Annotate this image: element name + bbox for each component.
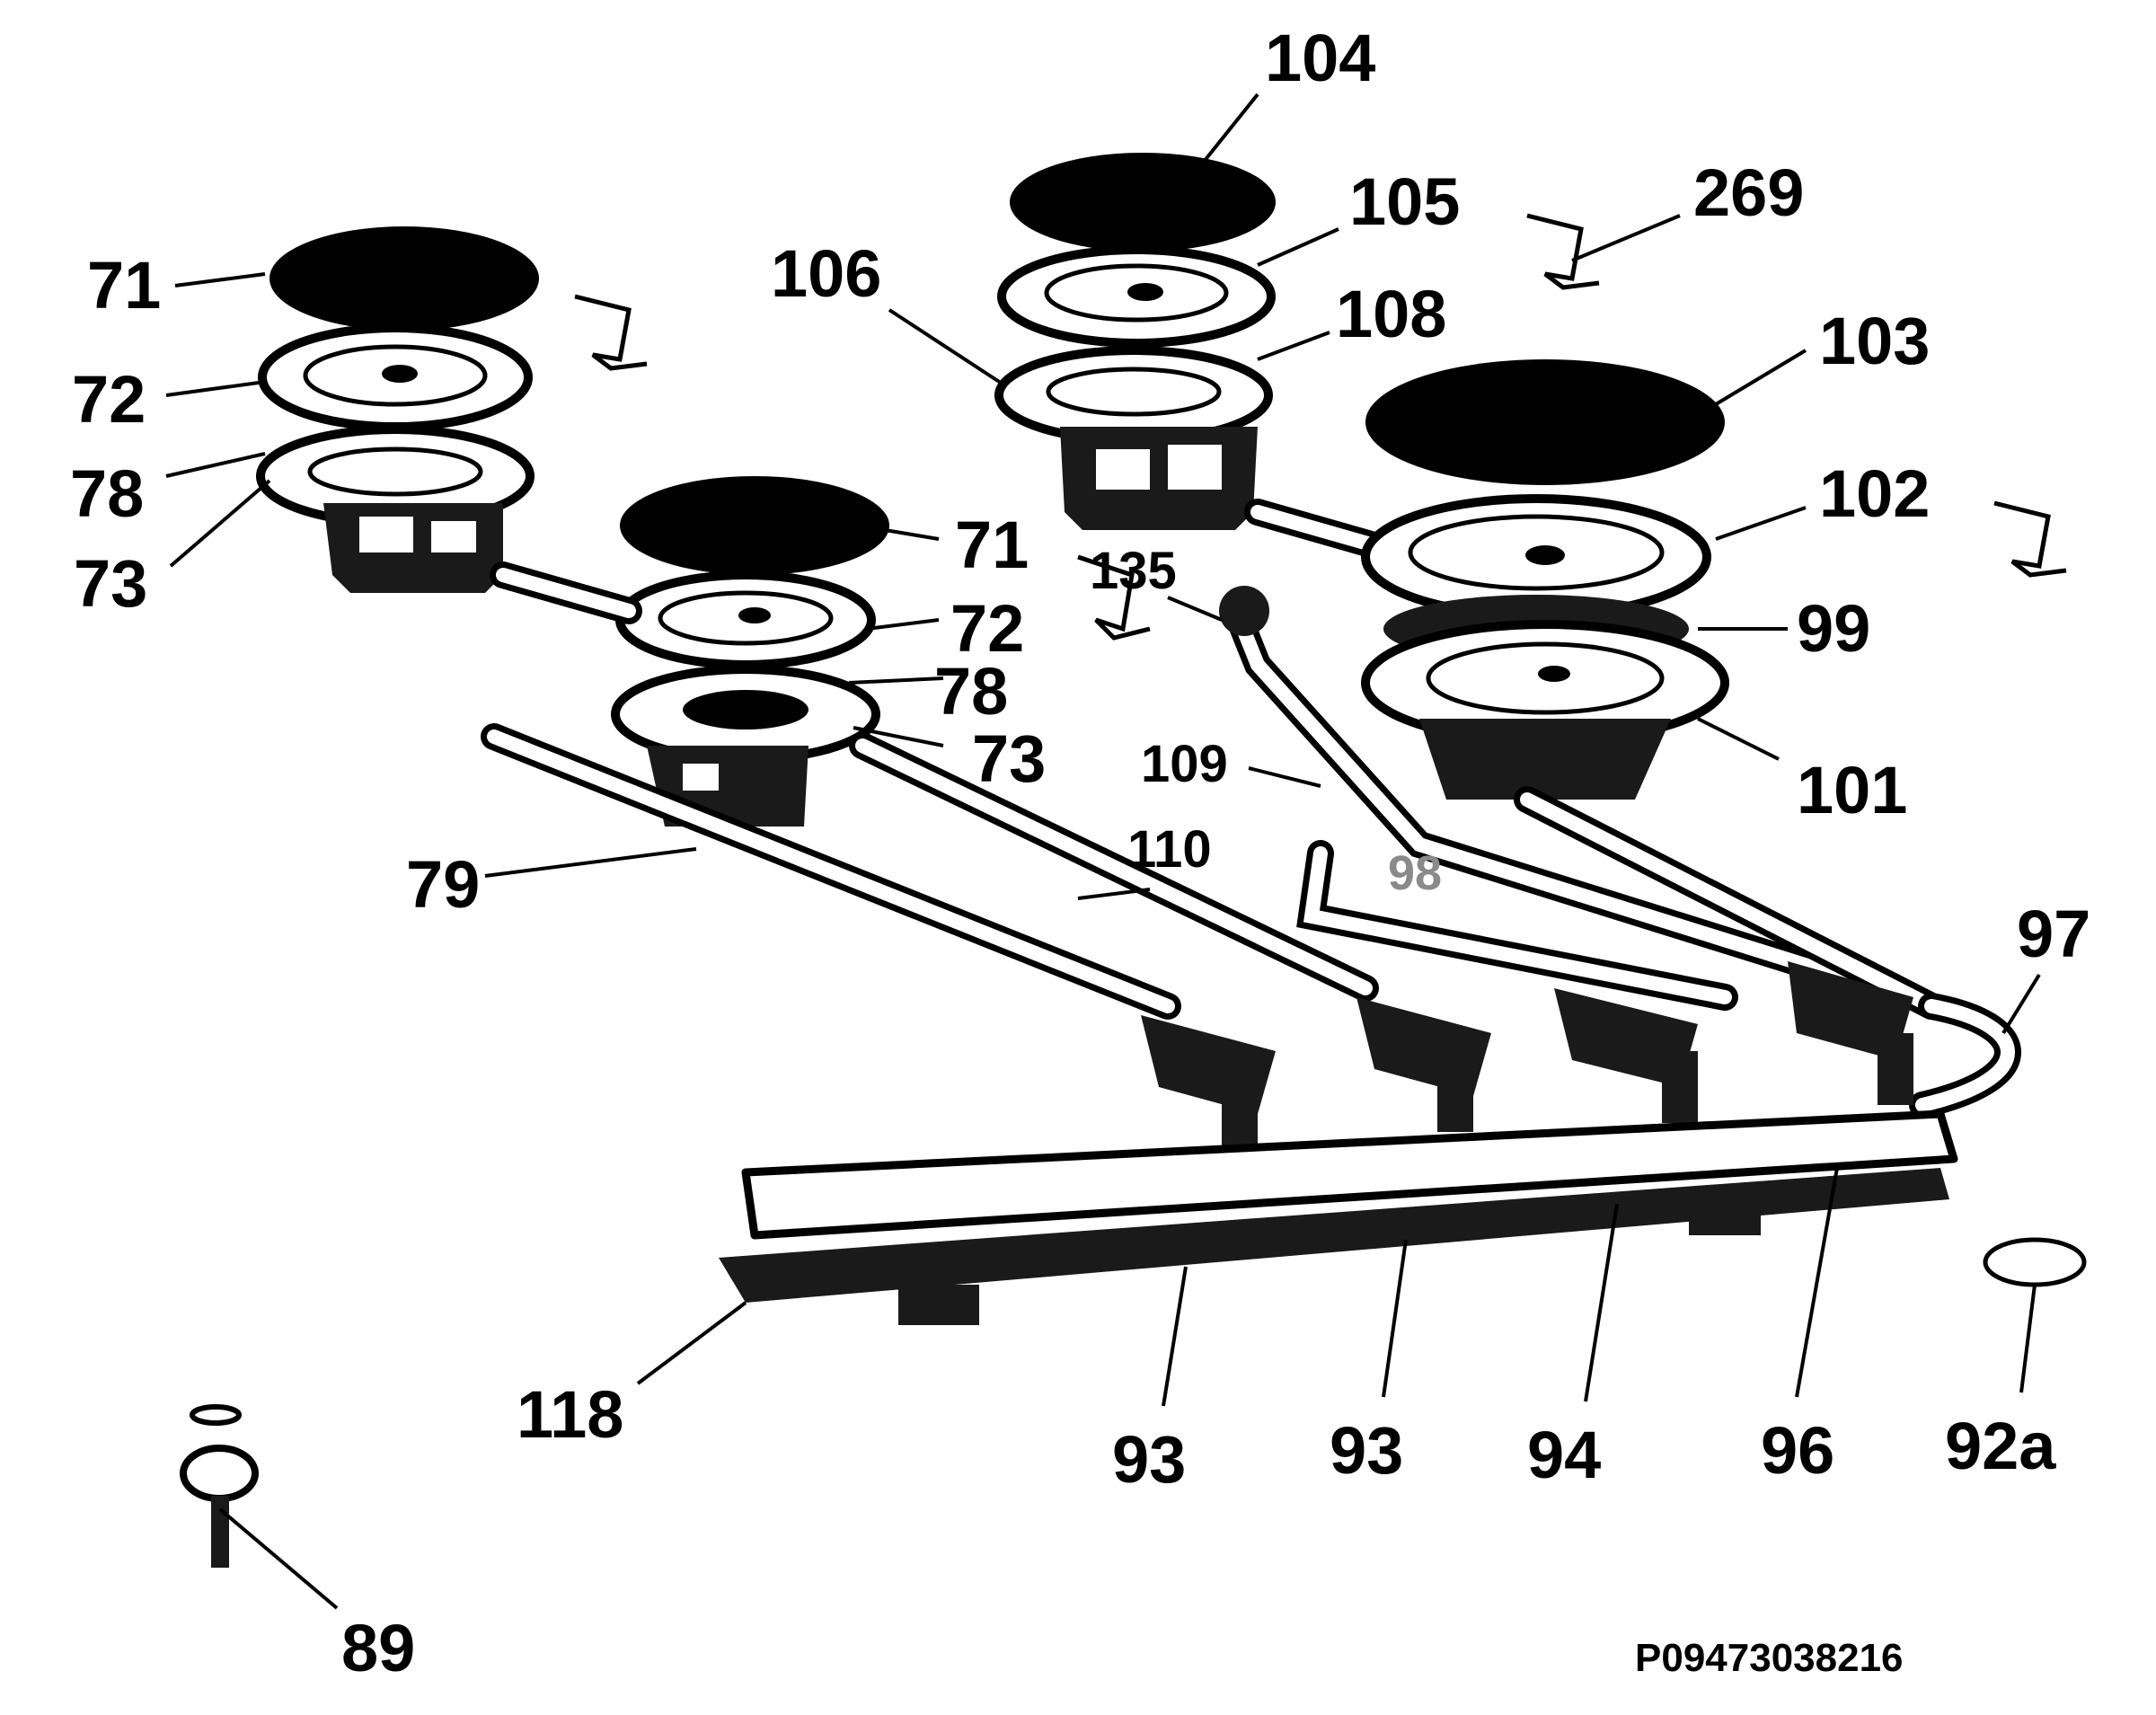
large-burner-assembly bbox=[1361, 359, 1729, 800]
callout-105: 105 bbox=[1349, 164, 1460, 239]
callout-73-left: 73 bbox=[74, 546, 147, 621]
callout-72-center: 72 bbox=[950, 591, 1024, 666]
callout-135: 135 bbox=[1090, 542, 1177, 600]
drawing-code: P09473038216 bbox=[1635, 1636, 1904, 1680]
callout-78-left: 78 bbox=[70, 456, 144, 531]
callout-labels: 71 72 78 73 71 72 78 73 79 104 105 106 1… bbox=[70, 21, 2090, 1685]
callout-93-second: 93 bbox=[1330, 1413, 1403, 1488]
callout-110: 110 bbox=[1127, 820, 1212, 879]
rear-small-burner-assembly bbox=[994, 153, 1276, 530]
leader-lines bbox=[165, 93, 2041, 1610]
washer-92a bbox=[1983, 1237, 2087, 1287]
callout-71-center: 71 bbox=[955, 508, 1029, 582]
screw-89 bbox=[180, 1404, 259, 1568]
callout-269: 269 bbox=[1693, 155, 1804, 230]
center-left-burner-assembly bbox=[611, 476, 889, 827]
gas-manifold bbox=[719, 1109, 1958, 1325]
callout-109: 109 bbox=[1141, 735, 1228, 793]
callout-104: 104 bbox=[1265, 21, 1375, 95]
callout-108: 108 bbox=[1336, 277, 1446, 351]
callout-71-left: 71 bbox=[87, 248, 161, 323]
callout-93-first: 93 bbox=[1112, 1422, 1186, 1497]
callout-72-left: 72 bbox=[72, 362, 146, 437]
callout-96: 96 bbox=[1761, 1413, 1834, 1488]
callout-101: 101 bbox=[1797, 753, 1907, 827]
callout-92a: 92a bbox=[1945, 1409, 2056, 1483]
callout-79: 79 bbox=[406, 847, 480, 922]
callout-106: 106 bbox=[771, 236, 881, 311]
callout-98: 98 bbox=[1388, 846, 1442, 900]
left-burner-assembly bbox=[256, 226, 539, 593]
callout-94: 94 bbox=[1527, 1418, 1601, 1492]
callout-78-center: 78 bbox=[934, 654, 1008, 729]
callout-103: 103 bbox=[1819, 304, 1930, 378]
callout-118: 118 bbox=[517, 1377, 623, 1452]
callout-97: 97 bbox=[2017, 897, 2090, 971]
spark-electrodes bbox=[574, 213, 2067, 641]
callout-99: 99 bbox=[1797, 591, 1870, 666]
callout-73-center: 73 bbox=[972, 721, 1046, 796]
callout-89: 89 bbox=[341, 1611, 415, 1685]
valve-group bbox=[1141, 961, 1913, 1150]
callout-102: 102 bbox=[1819, 456, 1930, 531]
